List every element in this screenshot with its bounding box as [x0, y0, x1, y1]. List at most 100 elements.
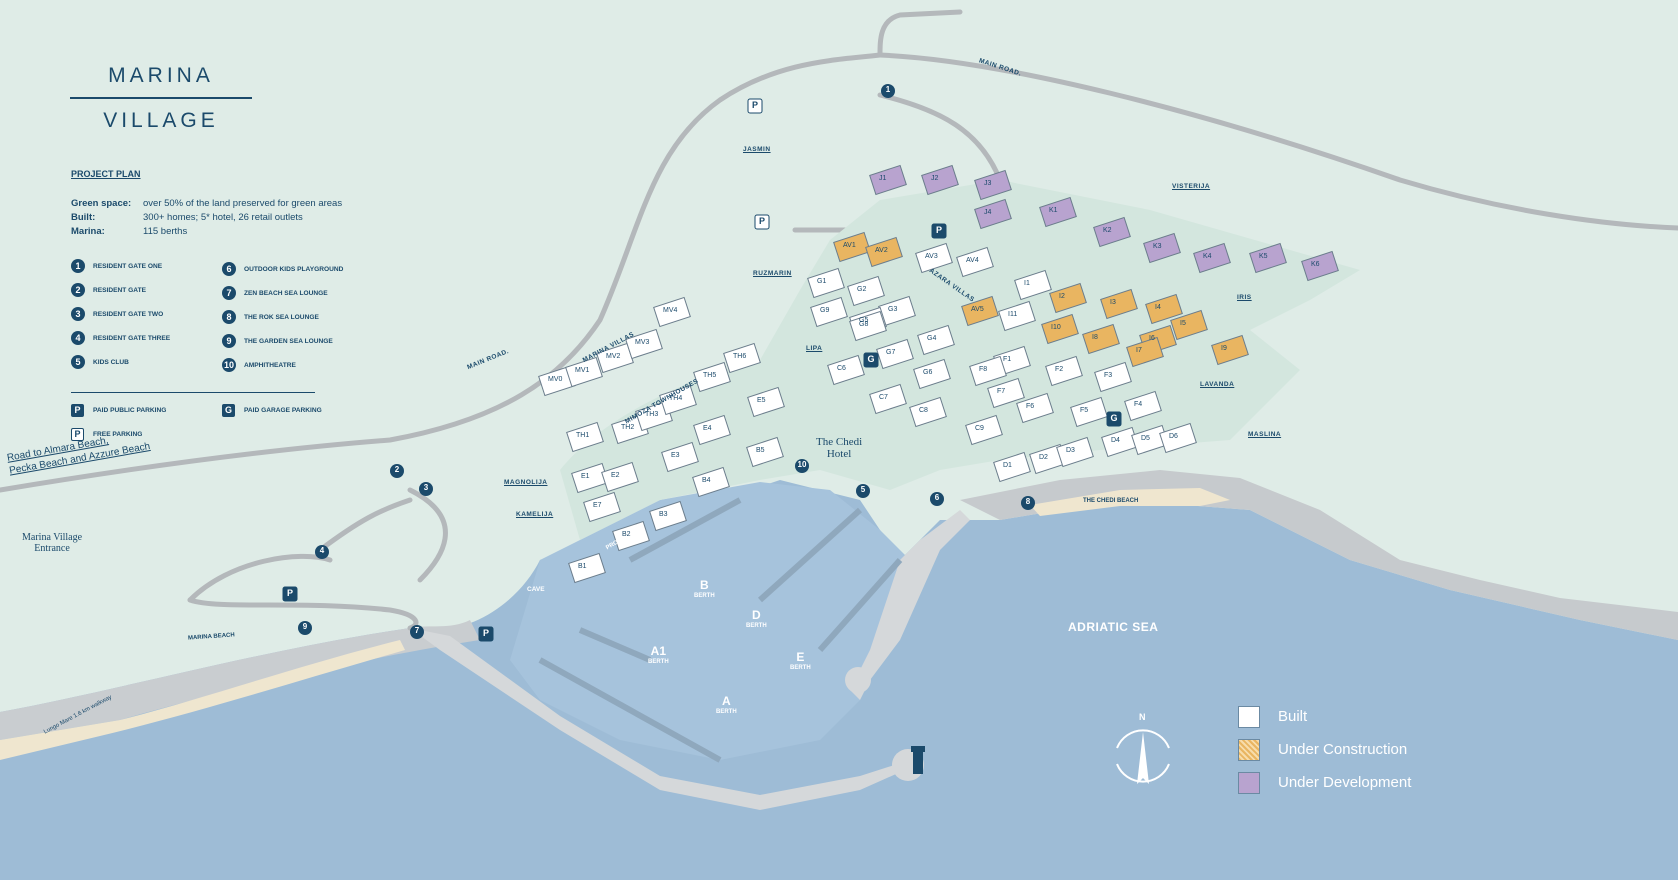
berth-word: BERTH — [746, 623, 767, 629]
unit-building-e5[interactable] — [747, 386, 785, 418]
unit-building-i9[interactable] — [1211, 334, 1249, 366]
legend-number: 9 — [222, 334, 236, 348]
area-label-kamelija: KAMELIJA — [516, 511, 554, 518]
unit-building-d3[interactable] — [1056, 436, 1094, 468]
unit-building-g8[interactable] — [849, 310, 887, 342]
unit-building-f4[interactable] — [1124, 390, 1162, 422]
markers — [282, 84, 1122, 642]
legend-label: Resident gate — [93, 286, 146, 294]
stat-value: 300+ homes; 5* hotel, 26 retail outlets — [143, 211, 303, 223]
unit-label: K1 — [1049, 207, 1058, 214]
marker-5[interactable] — [856, 484, 870, 498]
unit-building-b4[interactable] — [692, 466, 730, 498]
unit-building-e3[interactable] — [661, 441, 699, 473]
unit-building-c7[interactable] — [869, 383, 907, 415]
unit-building-f5[interactable] — [1070, 396, 1108, 428]
area-label-lavanda: LAVANDA — [1200, 381, 1235, 388]
unit-building-d6[interactable] — [1159, 422, 1197, 454]
legend-label: Resident gate one — [93, 262, 163, 270]
unit-building-av4[interactable] — [956, 246, 994, 278]
unit-label: G8 — [859, 321, 869, 328]
unit-building-j3[interactable] — [974, 169, 1012, 201]
legend-number: 1 — [71, 259, 85, 273]
unit-building-c9[interactable] — [965, 414, 1003, 446]
unit-building-b2[interactable] — [612, 520, 650, 552]
unit-building-av3[interactable] — [915, 242, 953, 274]
garage-parking-marker[interactable] — [1106, 411, 1122, 427]
unit-building-av2[interactable] — [865, 236, 903, 268]
unit-building-f2[interactable] — [1045, 355, 1083, 387]
parking-marker[interactable] — [931, 223, 947, 239]
unit-label: C7 — [879, 394, 888, 401]
unit-building-k4[interactable] — [1193, 242, 1231, 274]
unit-label: E7 — [593, 502, 602, 509]
unit-building-th1[interactable] — [566, 421, 604, 453]
unit-building-i8[interactable] — [1082, 323, 1120, 355]
unit-building-g7[interactable] — [876, 338, 914, 370]
unit-building-g6[interactable] — [913, 358, 951, 390]
unit-label: C9 — [975, 425, 984, 432]
unit-building-c8[interactable] — [909, 396, 947, 428]
unit-building-j4[interactable] — [974, 198, 1012, 230]
unit-building-i2[interactable] — [1049, 282, 1087, 314]
unit-building-th4[interactable] — [659, 384, 697, 416]
unit-building-th6[interactable] — [723, 342, 761, 374]
unit-building-j2[interactable] — [921, 164, 959, 196]
unit-building-f7[interactable] — [987, 377, 1025, 409]
parking-marker[interactable] — [478, 626, 494, 642]
unit-building-k5[interactable] — [1249, 242, 1287, 274]
unit-building-th5[interactable] — [693, 361, 731, 393]
unit-building-av5[interactable] — [961, 295, 999, 327]
unit-building-d1[interactable] — [993, 451, 1031, 483]
unit-building-i11[interactable] — [998, 300, 1036, 332]
marker-number: 4 — [319, 546, 325, 555]
unit-building-e7[interactable] — [583, 491, 621, 523]
unit-building-k1[interactable] — [1039, 196, 1077, 228]
unit-building-k6[interactable] — [1301, 250, 1339, 282]
unit-building-k2[interactable] — [1093, 216, 1131, 248]
unit-building-e4[interactable] — [693, 414, 731, 446]
marker-7[interactable] — [410, 625, 424, 639]
stat-key: Built: — [71, 211, 96, 223]
unit-building-e2[interactable] — [601, 461, 639, 493]
unit-building-j1[interactable] — [869, 164, 907, 196]
marker-4[interactable] — [315, 545, 329, 559]
unit-building-f8[interactable] — [969, 355, 1007, 387]
unit-building-mv4[interactable] — [653, 296, 691, 328]
marker-1[interactable] — [881, 84, 895, 98]
unit-building-g2[interactable] — [847, 275, 885, 307]
unit-building-b3[interactable] — [649, 500, 687, 532]
unit-building-i7[interactable] — [1126, 336, 1164, 368]
marker-6[interactable] — [930, 492, 944, 506]
unit-label: I1 — [1024, 280, 1030, 287]
garage-parking-marker[interactable] — [863, 352, 879, 368]
unit-building-k3[interactable] — [1143, 232, 1181, 264]
unit-building-mv3[interactable] — [625, 328, 663, 360]
unit-building-g1[interactable] — [807, 267, 845, 299]
unit-label: MV2 — [606, 353, 621, 360]
marker-3[interactable] — [419, 482, 433, 496]
parking-marker-symbol: P — [482, 628, 489, 638]
unit-building-g4[interactable] — [917, 324, 955, 356]
unit-building-mv1[interactable] — [565, 356, 603, 388]
legend-item: 7Zen Beach Sea Lounge — [222, 281, 343, 305]
unit-building-i1[interactable] — [1014, 269, 1052, 301]
parking-marker[interactable] — [747, 98, 763, 114]
marker-2[interactable] — [390, 464, 404, 478]
unit-building-b5[interactable] — [746, 436, 784, 468]
unit-building-i4[interactable] — [1145, 293, 1183, 325]
unit-building-i5[interactable] — [1170, 309, 1208, 341]
unit-building-f6[interactable] — [1016, 392, 1054, 424]
parking-marker[interactable] — [282, 586, 298, 602]
marker-9[interactable] — [298, 621, 312, 635]
unit-building-b1[interactable] — [568, 552, 606, 584]
unit-building-c6[interactable] — [827, 354, 865, 386]
parking-marker[interactable] — [754, 214, 770, 230]
unit-building-i10[interactable] — [1041, 313, 1079, 345]
unit-building-i3[interactable] — [1100, 288, 1138, 320]
marker-10[interactable] — [795, 459, 809, 473]
marker-8[interactable] — [1021, 496, 1035, 510]
unit-building-g9[interactable] — [810, 296, 848, 328]
unit-building-av1[interactable] — [833, 231, 871, 263]
unit-building-f3[interactable] — [1094, 361, 1132, 393]
